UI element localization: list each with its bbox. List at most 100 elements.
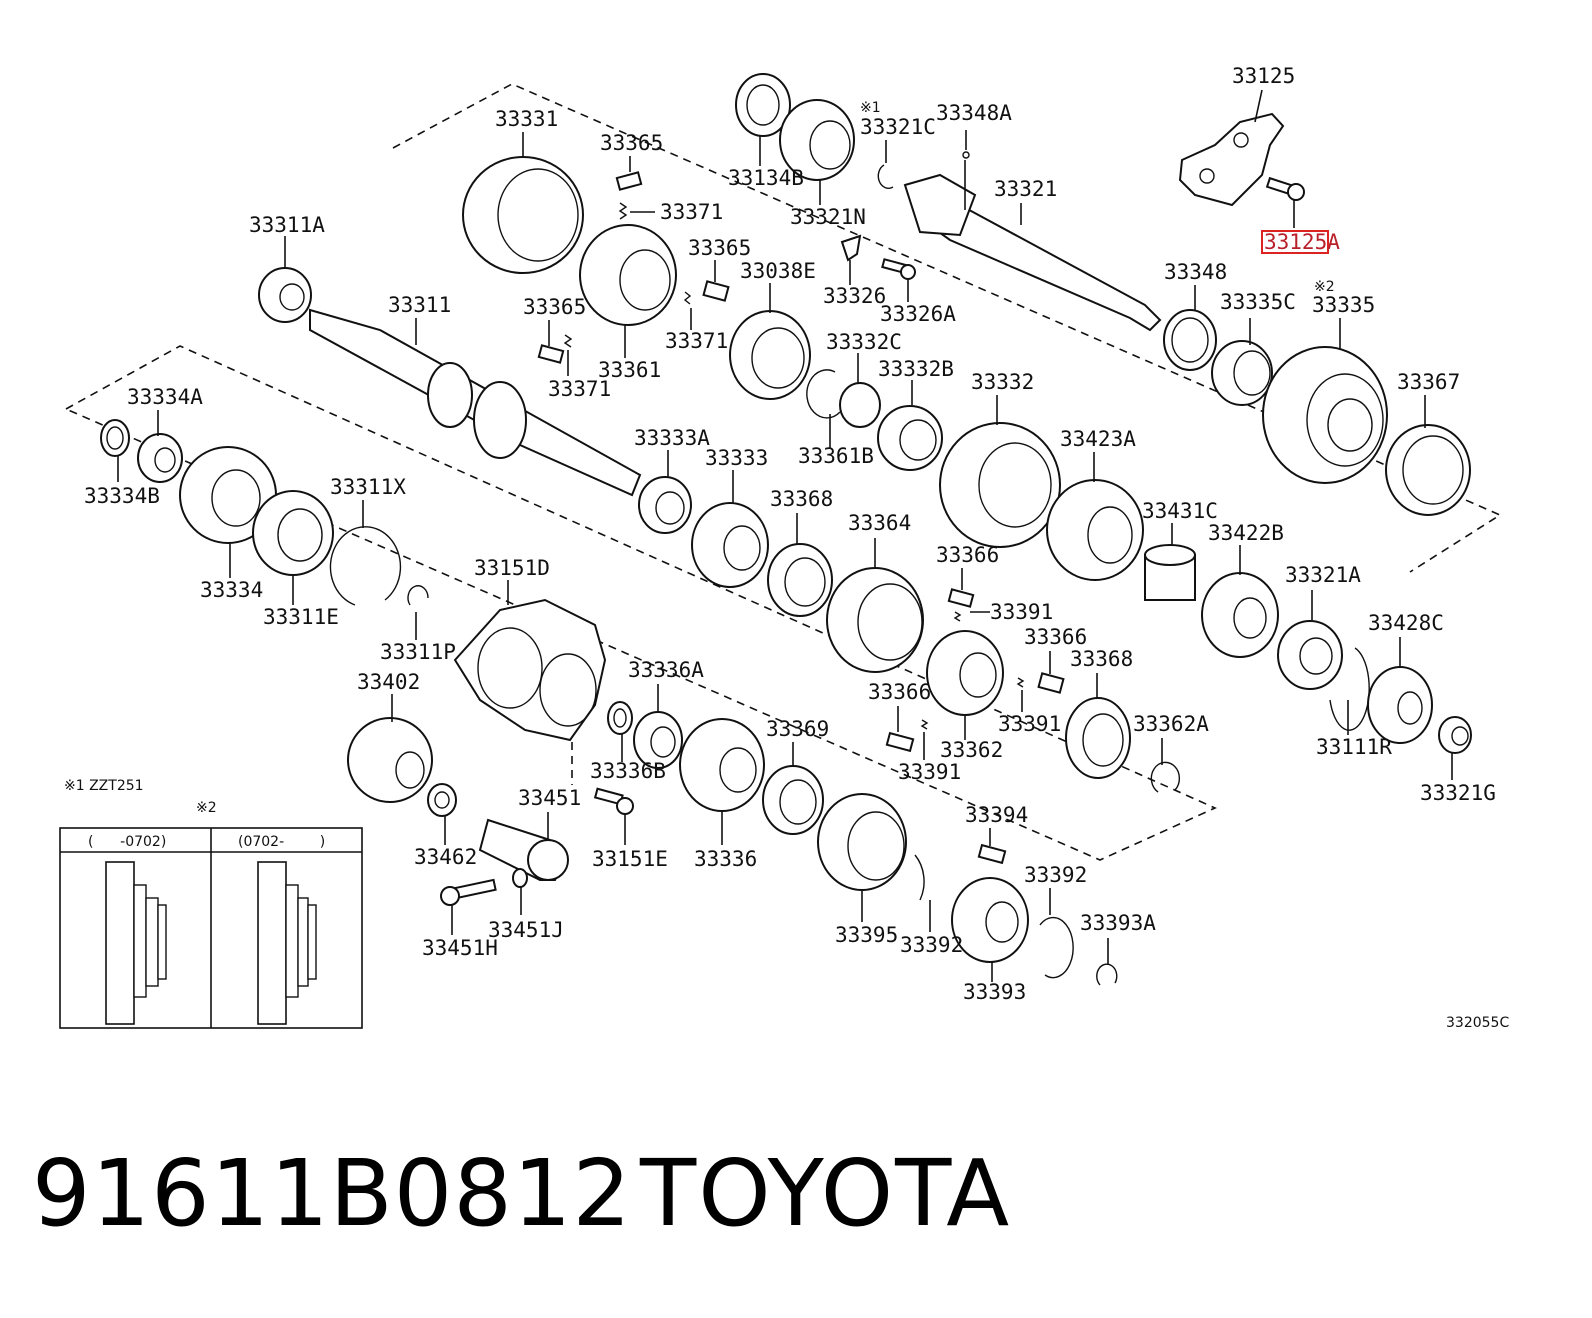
label-33451J: 33451J xyxy=(488,918,564,942)
label-33125A: 33125A xyxy=(1264,230,1340,254)
label-33311P: 33311P xyxy=(380,640,456,664)
part-33125A-bolt xyxy=(1265,176,1305,228)
label-33462: 33462 xyxy=(414,845,477,869)
footer: 91611B0812 TOYOTA xyxy=(32,1140,1572,1250)
part-33311X-snap-ring xyxy=(329,500,402,606)
part-33336A-bearing xyxy=(633,684,683,769)
part-33392-snap-ring-b xyxy=(1039,888,1074,979)
label-33431C: 33431C xyxy=(1142,499,1218,523)
part-33038E-synchro xyxy=(729,283,811,400)
label-33326: 33326 xyxy=(823,284,886,308)
label-33335: 33335 xyxy=(1312,293,1375,317)
label-33125: 33125 xyxy=(1232,64,1295,88)
label-33428C: 33428C xyxy=(1368,611,1444,635)
label-33336B: 33336B xyxy=(590,759,666,783)
label-33451H: 33451H xyxy=(422,936,498,960)
part-33331-sleeve xyxy=(462,132,584,274)
part-33392-snap-ring xyxy=(914,854,931,932)
part-33369-ring xyxy=(762,742,824,835)
part-33335C-bearing xyxy=(1211,318,1273,406)
part-33393A-clip xyxy=(1096,938,1118,986)
label-33394: 33394 xyxy=(965,803,1028,827)
label-33366-b: 33366 xyxy=(1024,625,1087,649)
part-33394-key xyxy=(977,828,1007,865)
part-33366-key-b xyxy=(1016,651,1065,712)
part-33422B-gear xyxy=(1201,545,1279,658)
label-33038E: 33038E xyxy=(740,259,816,283)
label-33391: 33391 xyxy=(990,600,1053,624)
part-33348-ring xyxy=(1163,285,1217,371)
part-33326-plate xyxy=(840,234,862,285)
part-33125-bracket xyxy=(1178,89,1285,207)
part-33366-key-c xyxy=(885,706,929,760)
label-33333: 33333 xyxy=(705,446,768,470)
label-33366: 33366 xyxy=(936,543,999,567)
marker-33335: ※2 xyxy=(1314,279,1335,295)
label-33365-right: 33365 xyxy=(688,236,751,260)
label-33311: 33311 xyxy=(388,293,451,317)
label-33362: 33362 xyxy=(940,738,1003,762)
part-33365-key-right xyxy=(683,260,730,330)
part-33336-gear xyxy=(679,718,765,845)
part-33365-key-left xyxy=(537,320,573,376)
part-33111R-snap-ring xyxy=(1329,647,1370,735)
part-33364-sleeve xyxy=(826,538,924,673)
label-33365-top: 33365 xyxy=(600,131,663,155)
label-33326A: 33326A xyxy=(880,302,956,326)
label-33364: 33364 xyxy=(848,511,911,535)
part-33462-washer xyxy=(427,783,457,845)
label-33311A: 33311A xyxy=(249,213,325,237)
part-33428C-gear xyxy=(1367,637,1433,744)
brand-name: TOYOTA xyxy=(640,1140,1012,1247)
label-33362A: 33362A xyxy=(1133,712,1209,736)
note-2-marker: ※2 xyxy=(196,800,217,816)
label-33332B: 33332B xyxy=(878,357,954,381)
label-33134B: 33134B xyxy=(728,166,804,190)
label-33321A: 33321A xyxy=(1285,563,1361,587)
label-33151D: 33151D xyxy=(474,556,550,580)
part-33402-gear xyxy=(347,694,433,803)
label-33371-top: 33371 xyxy=(660,200,723,224)
label-33451: 33451 xyxy=(518,786,581,810)
label-33366-c: 33366 xyxy=(868,680,931,704)
diagram-code: 332055C xyxy=(1446,1015,1509,1031)
label-33361: 33361 xyxy=(598,358,661,382)
part-33311E-bearing xyxy=(252,490,334,605)
label-33151E: 33151E xyxy=(592,847,668,871)
part-labels: 33125 33125A 33134B 33321N ※1 33321C 333… xyxy=(84,64,1496,1004)
note-1: ※1 ZZT251 xyxy=(64,778,144,794)
part-33134B-bearing-race xyxy=(735,73,791,166)
label-33368: 33368 xyxy=(770,487,833,511)
part-33332-gear xyxy=(939,395,1061,548)
part-33334B-washer xyxy=(100,419,130,482)
part-33332C-ring xyxy=(806,353,881,448)
label-33311E: 33311E xyxy=(263,605,339,629)
label-33334B: 33334B xyxy=(84,484,160,508)
label-33321C: 33321C xyxy=(860,115,936,139)
part-33431C-collar xyxy=(1144,523,1196,601)
label-33395: 33395 xyxy=(835,923,898,947)
label-33321: 33321 xyxy=(994,177,1057,201)
label-33392: 33392 xyxy=(1024,863,1087,887)
label-33321N: 33321N xyxy=(790,205,866,229)
part-33362-hub xyxy=(926,630,1004,740)
part-33368-ring xyxy=(767,513,833,617)
part-33423A-gear xyxy=(1046,452,1144,581)
label-33423A: 33423A xyxy=(1060,427,1136,451)
part-33451H-bolt xyxy=(440,878,497,935)
part-33361-hub xyxy=(579,224,677,358)
inset-col-1: ( -0702) xyxy=(88,834,166,850)
part-33311P-clip xyxy=(407,585,429,640)
label-33334A: 33334A xyxy=(127,385,203,409)
highlight-box xyxy=(1261,230,1329,254)
part-33333-gear xyxy=(691,470,769,588)
part-33451J-washer xyxy=(512,868,528,915)
label-33422B: 33422B xyxy=(1208,521,1284,545)
inset-gear-right xyxy=(257,861,317,1025)
label-33369: 33369 xyxy=(766,717,829,741)
label-33392-b: 33392 xyxy=(900,933,963,957)
label-33332: 33332 xyxy=(971,370,1034,394)
part-33311A-bearing xyxy=(258,236,312,323)
part-33393-hub xyxy=(951,877,1029,982)
label-33321G: 33321G xyxy=(1420,781,1496,805)
